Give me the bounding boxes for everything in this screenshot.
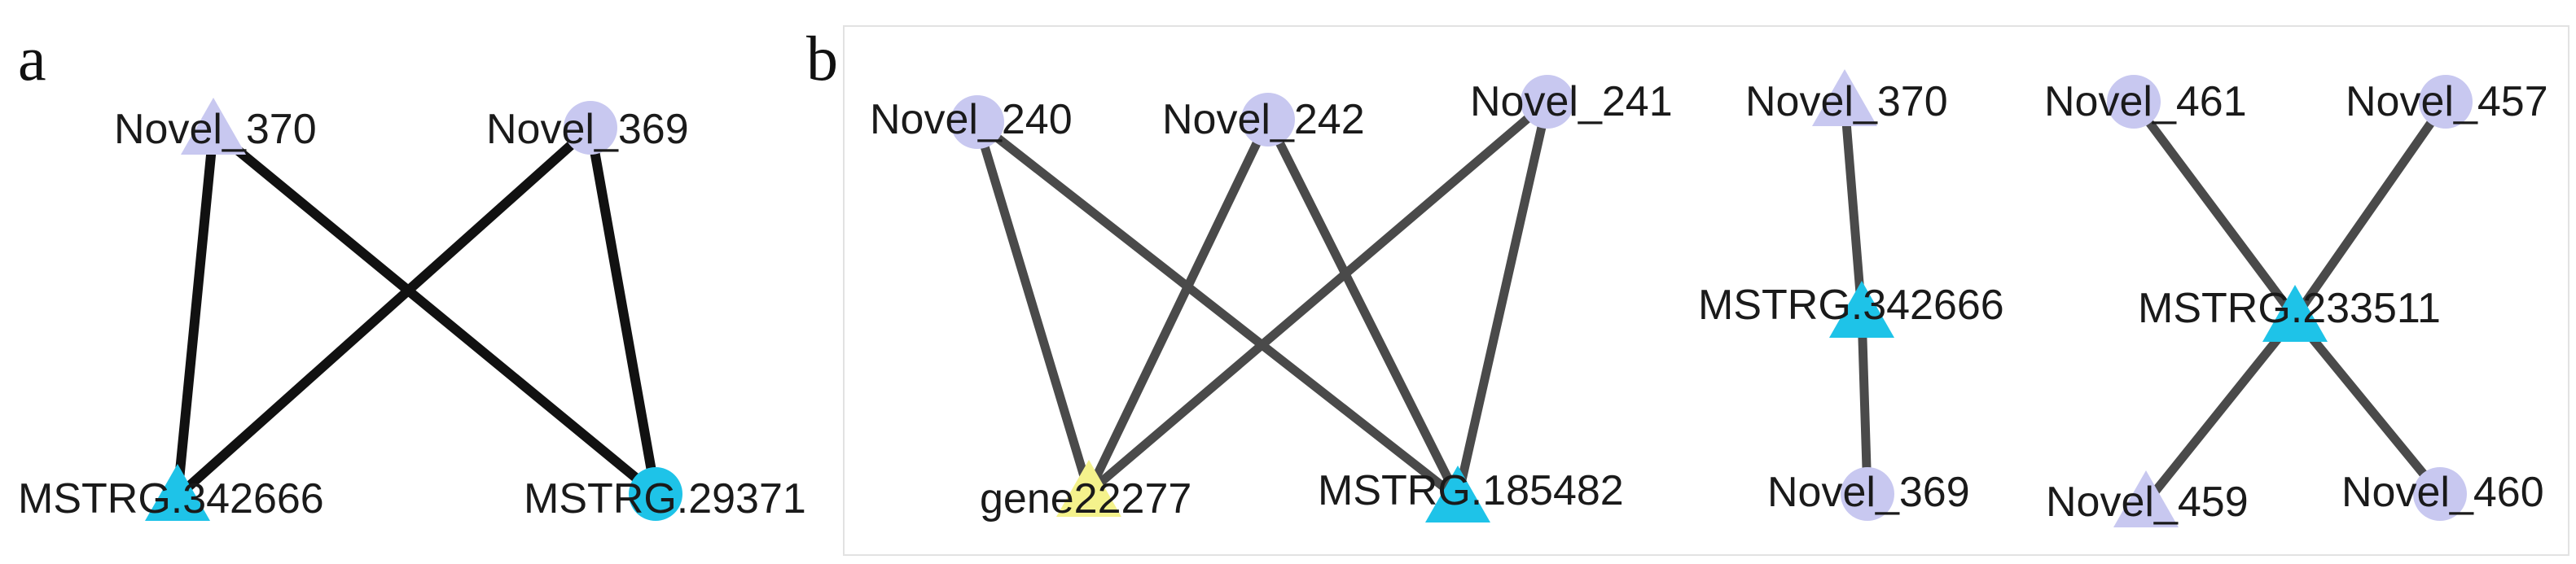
node-label-b_g22277: gene22277 <box>980 475 1191 522</box>
node-b_n241 <box>1521 75 1574 129</box>
panel-b-frame <box>843 25 2569 556</box>
edge-b_m233511-b_n459 <box>2141 313 2300 508</box>
node-label-b_n459: Novel_459 <box>2046 479 2249 526</box>
node-b_m233511 <box>2262 285 2328 342</box>
edge-b_n242-b_g22277 <box>1084 115 1273 497</box>
node-label-a_m29371: MSTRG.29371 <box>524 475 806 522</box>
edge-b_m342666-b_n369 <box>1857 308 1872 499</box>
node-b_n459 <box>2113 470 2179 527</box>
node-label-b_n240: Novel_240 <box>870 96 1073 143</box>
node-label-b_n460: Novel_460 <box>2341 469 2544 516</box>
node-label-b_n241: Novel_241 <box>1470 78 1673 125</box>
node-label-b_n242: Novel_242 <box>1162 96 1365 143</box>
edge-a_n369-a_m342666 <box>173 123 595 501</box>
edge-b_n241-b_m185482 <box>1453 97 1552 503</box>
edge-b_n461-b_m233511 <box>2129 97 2300 322</box>
edge-b_n241-b_g22277 <box>1084 97 1552 497</box>
edge-b_n240-b_g22277 <box>972 117 1094 497</box>
node-b_n369 <box>1841 467 1894 521</box>
panel-a-letter: a <box>18 23 46 94</box>
panel-b-letter: b <box>806 23 838 94</box>
node-b_n242 <box>1241 93 1295 146</box>
node-b_n370 <box>1812 69 1877 126</box>
node-a_n370 <box>181 98 246 155</box>
edge-b_n242-b_m185482 <box>1263 115 1463 503</box>
edge-b_m233511-b_n460 <box>2290 313 2445 499</box>
node-b_n240 <box>950 95 1004 149</box>
node-b_n460 <box>2413 467 2467 521</box>
node-label-a_n369: Novel_369 <box>486 106 689 153</box>
node-b_g22277 <box>1056 460 1121 517</box>
node-a_m29371 <box>629 467 682 521</box>
nodes-layer <box>145 69 2473 527</box>
node-label-a_n370: Novel_370 <box>114 106 317 153</box>
node-label-b_n457: Novel_457 <box>2346 78 2548 125</box>
node-label-b_n461: Novel_461 <box>2044 78 2247 125</box>
node-label-b_n369: Novel_369 <box>1767 469 1970 516</box>
node-b_m185482 <box>1425 466 1490 522</box>
node-label-b_m342666: MSTRG.342666 <box>1698 282 2004 329</box>
node-a_n369 <box>564 101 617 155</box>
node-b_m342666 <box>1829 281 1894 338</box>
edge-a_n370-a_m342666 <box>173 125 218 501</box>
node-b_n461 <box>2107 75 2161 129</box>
edge-a_n369-a_m29371 <box>586 123 660 499</box>
node-label-b_m233511: MSTRG.233511 <box>2138 285 2441 332</box>
node-label-a_m342666: MSTRG.342666 <box>18 475 324 522</box>
edge-b_n457-b_m233511 <box>2290 97 2451 322</box>
edge-b_n370-b_m342666 <box>1840 97 1867 318</box>
edge-a_n370-a_m29371 <box>208 125 660 499</box>
node-b_n457 <box>2419 75 2473 129</box>
node-a_m342666 <box>145 464 210 521</box>
node-label-b_m185482: MSTRG.185482 <box>1318 467 1624 514</box>
node-label-b_n370: Novel_370 <box>1745 78 1948 125</box>
edges-layer <box>173 97 2451 508</box>
edge-b_n240-b_m185482 <box>972 117 1463 503</box>
